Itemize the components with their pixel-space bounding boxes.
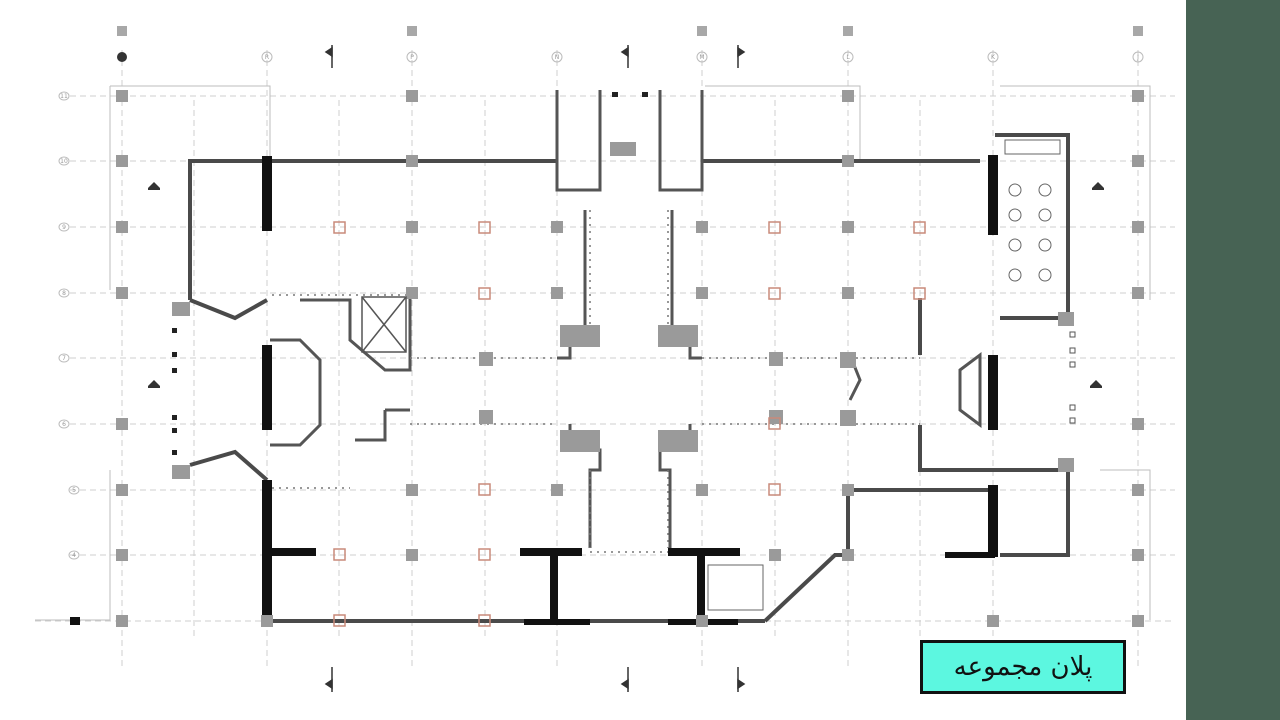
top-grid-labels: R P N M L K J bbox=[265, 54, 1139, 61]
grid-label-top-4: L bbox=[846, 54, 850, 61]
grid-label-left: 10 bbox=[60, 158, 68, 165]
structural-columns bbox=[116, 90, 1144, 627]
slide-canvas: R P N M L K J bbox=[35, 26, 1175, 694]
grid-label-top-6: J bbox=[1136, 54, 1139, 61]
grid-label-top-1: P bbox=[410, 54, 414, 61]
grid-label-top-5: K bbox=[991, 54, 996, 61]
entry-symbols bbox=[148, 182, 1104, 388]
grid-label-left: 7 bbox=[62, 355, 66, 362]
exterior-walls bbox=[188, 133, 1070, 623]
top-grid-markers bbox=[117, 26, 1143, 36]
grid-label-left: 8 bbox=[62, 290, 66, 297]
grid-label-top-3: M bbox=[699, 54, 704, 61]
grid-label-left: 6 bbox=[62, 421, 66, 428]
top-grid-bubbles bbox=[261, 51, 1144, 63]
stair-box bbox=[361, 296, 407, 353]
grid-label-left: 4 bbox=[72, 552, 76, 559]
heavy-walls bbox=[70, 155, 998, 625]
highlight-columns bbox=[333, 221, 926, 627]
facade-markers bbox=[172, 92, 648, 455]
grid-lines-horizontal bbox=[35, 95, 1175, 622]
plan-caption: پلان مجموعه bbox=[953, 652, 1093, 682]
corridor-lines bbox=[272, 210, 920, 553]
outer-boundary bbox=[35, 85, 1151, 621]
grid-label-left: 5 bbox=[72, 487, 76, 494]
grid-label-left: 11 bbox=[60, 93, 68, 100]
plan-caption-box: پلان مجموعه bbox=[920, 640, 1126, 694]
left-grid-bubbles bbox=[58, 91, 80, 560]
side-band bbox=[1186, 0, 1280, 720]
north-marker bbox=[117, 52, 127, 62]
floor-plan-drawing: R P N M L K J bbox=[35, 26, 1175, 692]
interior-walls bbox=[270, 90, 982, 548]
facade-markers-right bbox=[1069, 331, 1076, 424]
grid-label-top-2: N bbox=[555, 54, 560, 61]
grid-label-left: 9 bbox=[62, 224, 66, 231]
section-marks bbox=[324, 45, 746, 692]
cafe-furniture bbox=[707, 139, 1061, 611]
grid-label-top-0: R bbox=[265, 54, 269, 61]
